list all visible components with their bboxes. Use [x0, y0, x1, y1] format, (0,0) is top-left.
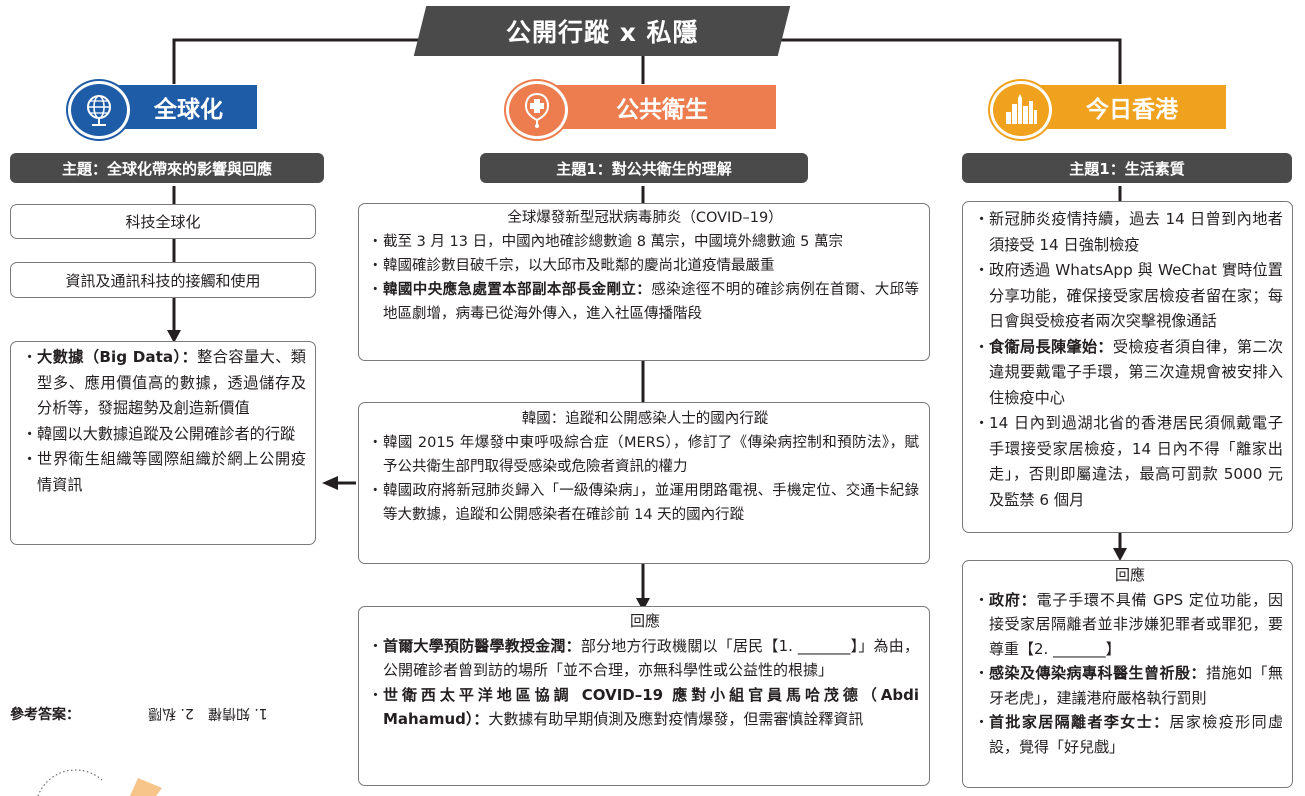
- arrow-health-down: [636, 598, 650, 611]
- connector-title-hongkong: [764, 38, 1122, 84]
- list-item: 截至 3 月 13 日，中國內地確診總數逾 8 萬宗，中國境外總數逾 5 萬宗: [368, 230, 919, 254]
- list-item: 韓國以大數據追蹤及公開確診者的行蹤: [22, 422, 306, 448]
- list-item: 食衞局長陳肇始：受檢疫者須自律，第二次違規要戴電子手環，第三次違規會被安排入住檢…: [974, 335, 1283, 412]
- health-box-response: 回應 首爾大學預防醫學教授金潤：部分地方行政機關以「居民【1. _______】…: [358, 606, 930, 786]
- arrow-hk-down: [1113, 548, 1127, 561]
- global-box-tech: 科技全球化: [10, 204, 316, 239]
- theme-hongkong: 主題1：生活素質: [962, 153, 1292, 183]
- health-korea-list: 韓國 2015 年爆發中東呼吸綜合症（MERS），修訂了《傳染病控制和預防法》，…: [368, 431, 919, 527]
- list-item: 首爾大學預防醫學教授金潤：部分地方行政機關以「居民【1. _______】」為由…: [368, 634, 919, 683]
- globe-icon: [68, 81, 130, 139]
- global-box-bigdata: 大數據（Big Data）：整合容量大、類型多、應用價值高的數據，透過儲存及分析…: [10, 341, 316, 545]
- answer-label: 參考答案：: [10, 707, 80, 723]
- category-health: 公共衛生: [538, 85, 776, 129]
- list-item: 韓國 2015 年爆發中東呼吸綜合症（MERS），修訂了《傳染病控制和預防法》，…: [368, 431, 919, 479]
- category-global-label: 全球化: [154, 97, 223, 123]
- health-box-korea-heading: 韓國：追蹤和公開感染人士的國內行蹤: [521, 411, 769, 427]
- theme-global-text: 主題：全球化帶來的影響與回應: [61, 159, 272, 178]
- hongkong-box-quarantine: 新冠肺炎疫情持續，過去 14 日曾到內地者須接受 14 日強制檢疫 政府透過 W…: [962, 201, 1293, 533]
- theme-health-text: 主題1：對公共衛生的理解: [556, 159, 732, 178]
- decorative-shapes: [37, 769, 162, 796]
- global-box-ict-text: 資訊及通訊科技的接觸和使用: [65, 271, 261, 290]
- health-covid-list: 截至 3 月 13 日，中國內地確診總數逾 8 萬宗，中國境外總數逾 5 萬宗 …: [368, 230, 919, 326]
- medical-cross-icon: [506, 81, 568, 139]
- list-item: 新冠肺炎疫情持續，過去 14 日曾到內地者須接受 14 日強制檢疫: [974, 207, 1283, 258]
- global-box-ict: 資訊及通訊科技的接觸和使用: [10, 262, 316, 298]
- category-hongkong-label: 今日香港: [1086, 97, 1178, 123]
- city-skyline-icon: [990, 81, 1052, 139]
- hongkong-box-response-heading: 回應: [1114, 566, 1145, 584]
- main-title: 公開行蹤 x 私隱: [413, 6, 791, 56]
- list-item: 世衛西太平洋地區協調 COVID–19 應對小組官員馬哈茂德（Abdi Maha…: [368, 683, 919, 732]
- answer-text-inverted: 1. 知情權 2. 私隱: [148, 705, 268, 721]
- category-hongkong: 今日香港: [1018, 85, 1226, 129]
- theme-global: 主題：全球化帶來的影響與回應: [10, 153, 324, 183]
- list-item: 政府：電子手環不具備 GPS 定位功能，因接受家居隔離者並非涉嫌犯罪者或罪犯，要…: [974, 588, 1283, 662]
- health-box-response-heading: 回應: [629, 612, 660, 630]
- arrow-global-down: [167, 330, 181, 343]
- category-health-label: 公共衛生: [616, 97, 708, 123]
- main-title-text: 公開行蹤 x 私隱: [505, 18, 699, 47]
- global-box-tech-text: 科技全球化: [125, 213, 201, 231]
- health-response-list: 首爾大學預防醫學教授金潤：部分地方行政機關以「居民【1. _______】」為由…: [368, 634, 919, 732]
- hongkong-response-list: 政府：電子手環不具備 GPS 定位功能，因接受家居隔離者並非涉嫌犯罪者或罪犯，要…: [974, 588, 1283, 760]
- list-item: 世界衛生組織等國際組織於網上公開疫情資訊: [22, 447, 306, 498]
- arrow-health-left: [322, 476, 338, 490]
- list-item: 韓國確診數目破千宗，以大邱市及毗鄰的慶尚北道疫情最嚴重: [368, 254, 919, 278]
- hongkong-box-response: 回應 政府：電子手環不具備 GPS 定位功能，因接受家居隔離者並非涉嫌犯罪者或罪…: [962, 560, 1293, 788]
- list-item: 大數據（Big Data）：整合容量大、類型多、應用價值高的數據，透過儲存及分析…: [22, 345, 306, 422]
- hongkong-quarantine-list: 新冠肺炎疫情持續，過去 14 日曾到內地者須接受 14 日強制檢疫 政府透過 W…: [974, 207, 1283, 513]
- list-item: 政府透過 WhatsApp 與 WeChat 實時位置分享功能，確保接受家居檢疫…: [974, 258, 1283, 335]
- health-box-covid: 全球爆發新型冠狀病毒肺炎（COVID–19） 截至 3 月 13 日，中國內地確…: [358, 203, 930, 361]
- connector-title-global: [172, 38, 440, 84]
- list-item: 首批家居隔離者李女士：居家檢疫形同虛設，覺得「好兒戲」: [974, 710, 1283, 759]
- list-item: 韓國政府將新冠肺炎歸入「一級傳染病」，並運用閉路電視、手機定位、交通卡紀錄等大數…: [368, 479, 919, 527]
- list-item: 感染及傳染病專科醫生曾祈殷：措施如「無牙老虎」，建議港府嚴格執行罰則: [974, 661, 1283, 710]
- list-item: 14 日內到過湖北省的香港居民須佩戴電子手環接受家居檢疫，14 日內不得「離家出…: [974, 411, 1283, 513]
- global-bigdata-list: 大數據（Big Data）：整合容量大、類型多、應用價值高的數據，透過儲存及分析…: [22, 345, 306, 498]
- theme-health: 主題1：對公共衛生的理解: [480, 153, 808, 183]
- health-box-korea: 韓國：追蹤和公開感染人士的國內行蹤 韓國 2015 年爆發中東呼吸綜合症（MER…: [358, 402, 930, 564]
- health-box-covid-heading: 全球爆發新型冠狀病毒肺炎（COVID–19）: [507, 210, 783, 226]
- list-item: 韓國中央應急處置本部副本部長金剛立：感染途徑不明的確診病例在首爾、大邱等地區劇增…: [368, 278, 919, 326]
- theme-hongkong-text: 主題1：生活素質: [1069, 159, 1185, 178]
